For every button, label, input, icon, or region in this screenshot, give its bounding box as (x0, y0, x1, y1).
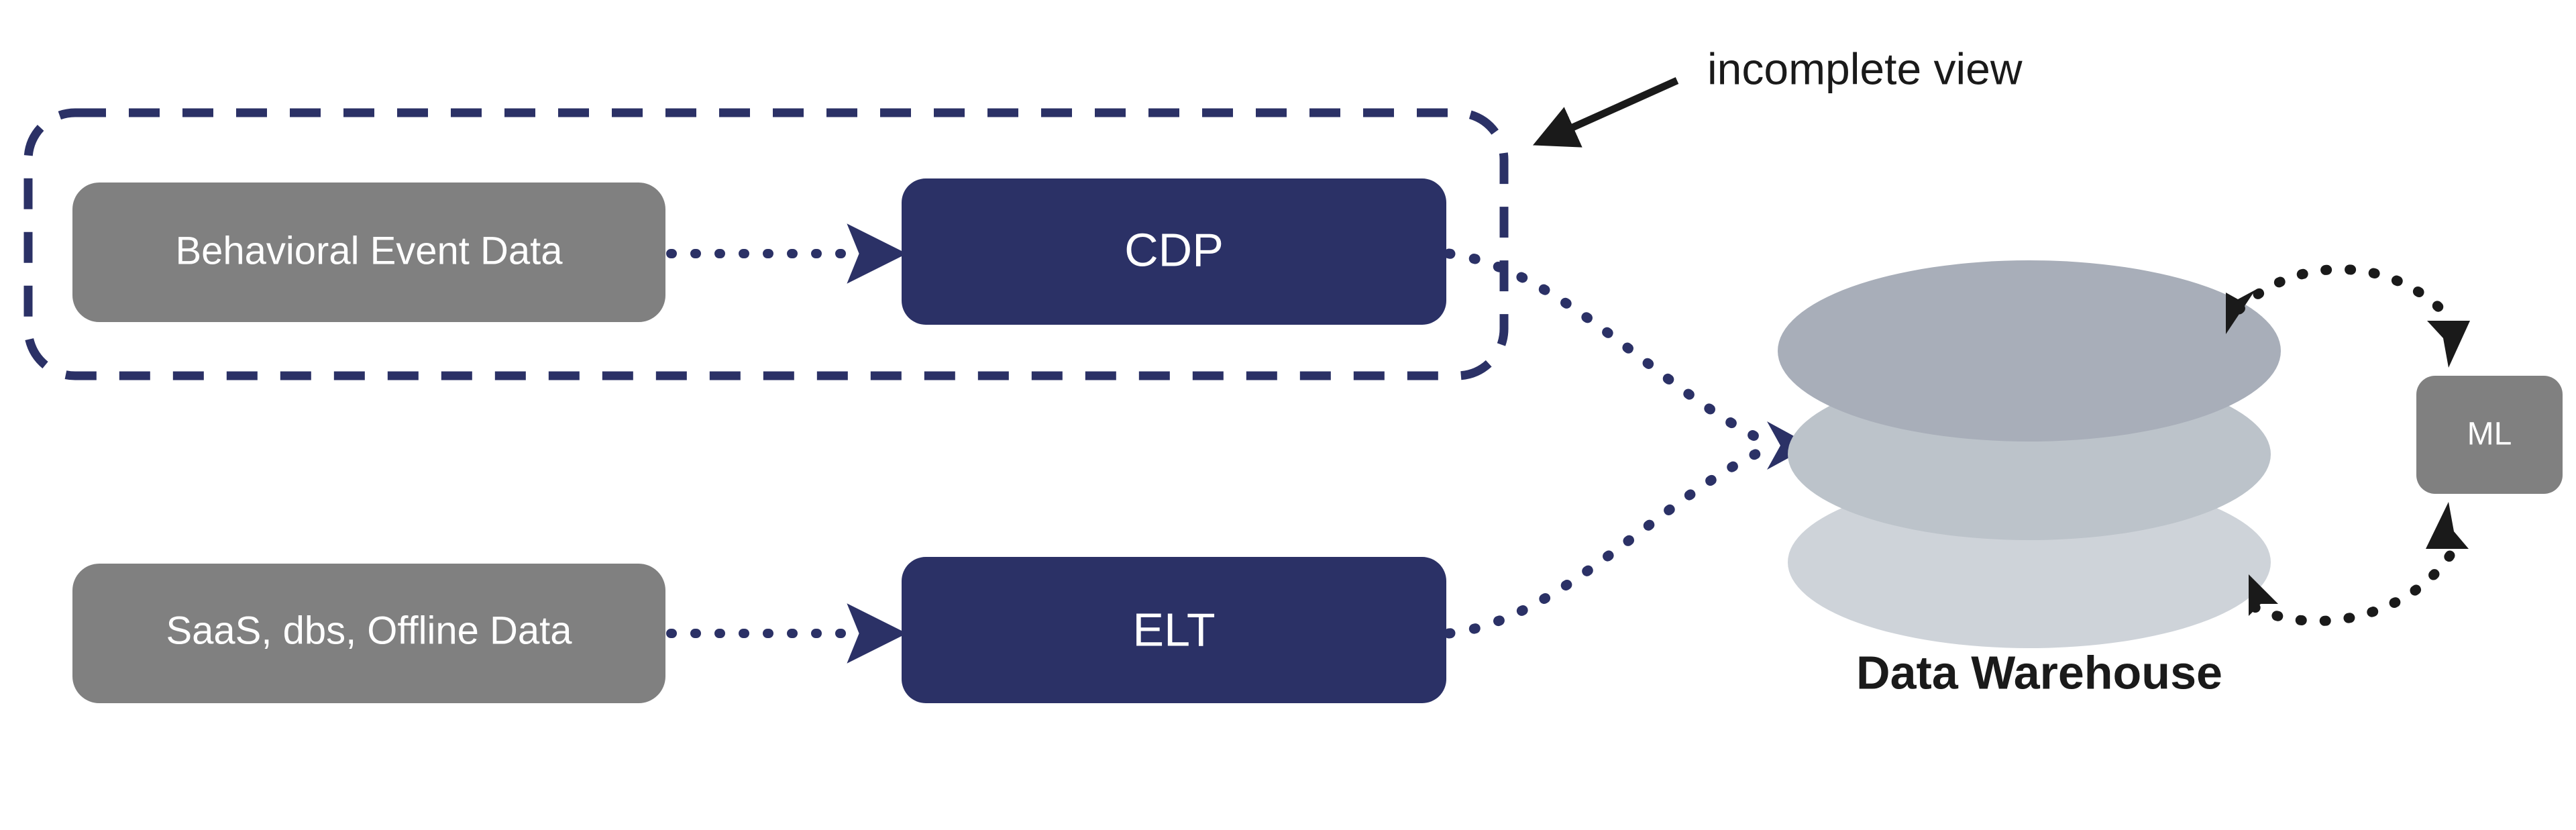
edge-warehouse-to-ml-top (2226, 264, 2470, 368)
edge-elt-to-warehouse (1444, 442, 1776, 639)
edge-cdp-to-warehouse (1444, 248, 1776, 450)
elt-box[interactable] (902, 557, 1446, 703)
ml-top-arrowhead-into-ml (2427, 321, 2470, 368)
behavioral-event-data-box[interactable] (72, 183, 665, 322)
behavioral-event-data-label: Behavioral Event Data (175, 229, 563, 272)
node-cdp[interactable]: CDP (902, 178, 1446, 325)
node-behavioral-event-data[interactable]: Behavioral Event Data (72, 183, 665, 322)
saas-dbs-offline-data-label: SaaS, dbs, Offline Data (166, 609, 572, 652)
incomplete-view-annotation: incomplete view (1532, 44, 2023, 148)
ml-box[interactable] (2416, 376, 2563, 494)
saas-dbs-offline-data-box[interactable] (72, 564, 665, 703)
incomplete-view-label: incomplete view (1707, 44, 2023, 93)
edge-cdp-to-warehouse-path (1444, 248, 1776, 450)
data-warehouse-label: Data Warehouse (1856, 646, 2222, 698)
edge-elt-to-warehouse-path (1444, 442, 1776, 639)
ml-label: ML (2467, 417, 2512, 452)
node-elt[interactable]: ELT (902, 557, 1446, 703)
dashed-boundary-group (23, 108, 1509, 380)
cdp-label: CDP (1124, 223, 1224, 276)
node-ml[interactable]: ML (2416, 376, 2563, 494)
annotation-arrow-line (1532, 76, 1679, 148)
edge-ml-to-warehouse-bottom-path (2235, 550, 2455, 626)
node-saas-dbs-offline-data[interactable]: SaaS, dbs, Offline Data (72, 564, 665, 703)
cdp-box[interactable] (902, 178, 1446, 325)
node-data-warehouse[interactable]: Data Warehouse (1778, 260, 2281, 698)
ml-bottom-arrowhead-into-disc (2249, 574, 2278, 616)
elt-label: ELT (1132, 603, 1215, 656)
ml-bottom-arrowhead-into-ml (2426, 502, 2469, 549)
dashed-boundary (23, 108, 1509, 380)
edge-warehouse-to-ml-top-path (2234, 264, 2453, 321)
warehouse-disc-top (1778, 260, 2281, 442)
ml-top-arrowhead-into-disc (2226, 290, 2255, 334)
edge-ml-to-warehouse-bottom (2235, 502, 2469, 626)
